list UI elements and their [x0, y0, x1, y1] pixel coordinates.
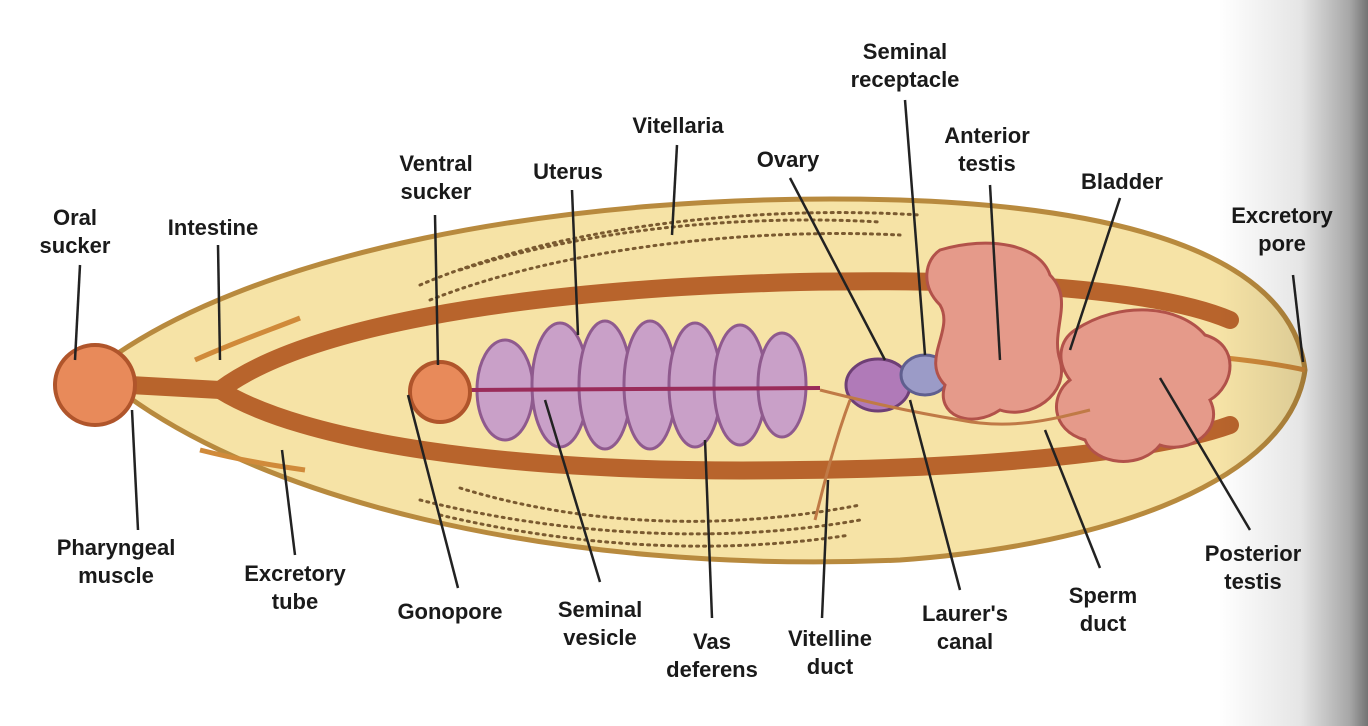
label-ventral-sucker: Ventral sucker	[399, 150, 472, 206]
label-laurers-canal: Laurer's canal	[922, 600, 1008, 656]
label-intestine: Intestine	[168, 214, 258, 242]
label-vas-deferens-line2: deferens	[666, 656, 758, 684]
label-laurers-canal-line2: canal	[922, 628, 1008, 656]
label-ventral-sucker-line2: sucker	[399, 178, 472, 206]
label-vitelline-duct-line1: Vitelline	[788, 625, 872, 653]
label-oral-sucker: Oral sucker	[40, 204, 111, 260]
label-vas-deferens: Vas deferens	[666, 628, 758, 684]
label-excretory-pore-line1: Excretory	[1231, 202, 1333, 230]
label-excretory-tube-line1: Excretory	[244, 560, 346, 588]
label-bladder-line1: Bladder	[1081, 168, 1163, 196]
label-intestine-line1: Intestine	[168, 214, 258, 242]
label-vitelline-duct-line2: duct	[788, 653, 872, 681]
label-gonopore: Gonopore	[397, 598, 502, 626]
label-excretory-pore: Excretory pore	[1231, 202, 1333, 258]
label-excretory-tube-line2: tube	[244, 588, 346, 616]
label-ovary: Ovary	[757, 146, 819, 174]
label-posterior-testis-line1: Posterior	[1205, 540, 1302, 568]
label-posterior-testis: Posterior testis	[1205, 540, 1302, 596]
label-anterior-testis-line1: Anterior	[944, 122, 1030, 150]
label-gonopore-line1: Gonopore	[397, 598, 502, 626]
label-sperm-duct: Sperm duct	[1069, 582, 1137, 638]
label-seminal-vesicle-line1: Seminal	[558, 596, 642, 624]
label-ovary-line1: Ovary	[757, 146, 819, 174]
label-seminal-vesicle: Seminal vesicle	[558, 596, 642, 652]
label-sperm-duct-line2: duct	[1069, 610, 1137, 638]
label-sperm-duct-line1: Sperm	[1069, 582, 1137, 610]
label-pharyngeal-muscle-line2: muscle	[57, 562, 176, 590]
label-bladder: Bladder	[1081, 168, 1163, 196]
label-pharyngeal-muscle-line1: Pharyngeal	[57, 534, 176, 562]
label-excretory-tube: Excretory tube	[244, 560, 346, 616]
label-seminal-receptacle-line2: receptacle	[851, 66, 960, 94]
label-vitellaria: Vitellaria	[632, 112, 723, 140]
label-vitellaria-line1: Vitellaria	[632, 112, 723, 140]
label-vas-deferens-line1: Vas	[666, 628, 758, 656]
label-oral-sucker-line1: Oral	[40, 204, 111, 232]
label-oral-sucker-line2: sucker	[40, 232, 111, 260]
label-excretory-pore-line2: pore	[1231, 230, 1333, 258]
label-laurers-canal-line1: Laurer's	[922, 600, 1008, 628]
label-seminal-receptacle-line1: Seminal	[851, 38, 960, 66]
label-posterior-testis-line2: testis	[1205, 568, 1302, 596]
label-pharyngeal-muscle: Pharyngeal muscle	[57, 534, 176, 590]
label-anterior-testis-line2: testis	[944, 150, 1030, 178]
label-ventral-sucker-line1: Ventral	[399, 150, 472, 178]
label-uterus: Uterus	[533, 158, 603, 186]
uterus-midline	[470, 388, 820, 390]
ventral-sucker-shape	[410, 362, 470, 422]
oral-sucker-shape	[55, 345, 135, 425]
label-vitelline-duct: Vitelline duct	[788, 625, 872, 681]
label-uterus-line1: Uterus	[533, 158, 603, 186]
label-anterior-testis: Anterior testis	[944, 122, 1030, 178]
label-seminal-vesicle-line2: vesicle	[558, 624, 642, 652]
label-seminal-receptacle: Seminal receptacle	[851, 38, 960, 94]
